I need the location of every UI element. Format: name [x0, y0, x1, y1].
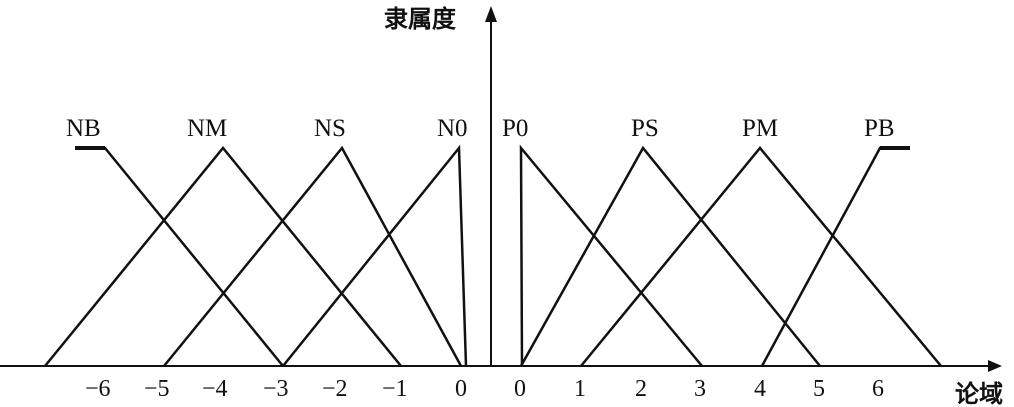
tick-label: −2 [322, 376, 348, 402]
set-labels: NB NM NS N0 P0 PS PM PB [66, 115, 895, 142]
label-pb: PB [864, 115, 895, 142]
membership-curves [44, 144, 942, 367]
mf-n0 [282, 144, 468, 367]
tick-label: 3 [694, 376, 706, 402]
tick-label: −4 [202, 376, 228, 402]
tick-label: −3 [263, 376, 289, 402]
y-axis-label: 隶属度 [384, 5, 457, 33]
label-nb: NB [66, 115, 101, 142]
tick-label: 1 [574, 376, 586, 402]
x-axis-arrow [988, 360, 1002, 372]
label-ns: NS [314, 115, 346, 142]
mf-p0 [519, 144, 703, 367]
mf-pm [580, 146, 942, 367]
tick-labels: −6 −5 −4 −3 −2 −1 0 0 1 2 3 4 5 6 [85, 376, 884, 402]
tick-label: −1 [382, 376, 408, 402]
tick-label: −6 [85, 376, 111, 402]
x-axis-label: 论域 [955, 380, 1003, 407]
label-n0: N0 [437, 115, 468, 142]
tick-label: 0 [455, 376, 467, 402]
mf-ps [519, 145, 821, 367]
y-axis-arrow [485, 6, 497, 22]
tick-label: 5 [813, 376, 825, 402]
tick-label: 6 [872, 376, 884, 402]
tick-label: 2 [635, 376, 647, 402]
tick-label: −5 [144, 376, 170, 402]
label-p0: P0 [502, 115, 528, 142]
mf-pb [760, 146, 910, 367]
tick-label: 4 [754, 376, 766, 402]
mf-ns [163, 145, 463, 367]
tick-label: 0 [514, 376, 526, 402]
label-ps: PS [631, 115, 659, 142]
label-nm: NM [187, 115, 227, 142]
mf-nm [44, 146, 402, 367]
label-pm: PM [742, 115, 778, 142]
